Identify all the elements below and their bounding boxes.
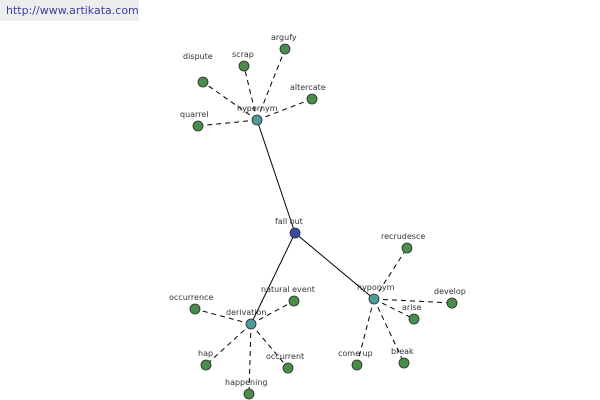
- leaf-node-altercate[interactable]: altercate: [290, 83, 326, 105]
- root-node-circle[interactable]: [289, 227, 301, 239]
- edge-hypernym-dispute: [202, 81, 258, 121]
- edge-hyponym-come-up: [356, 298, 375, 366]
- edge-derivation-hap: [205, 323, 252, 366]
- edge-hyponym-recrudesce: [373, 247, 408, 300]
- leaf-node-circle[interactable]: [306, 93, 318, 105]
- leaf-node-circle[interactable]: [282, 362, 294, 374]
- graph-nodes: dispute scrap argufy altercate quarrel occurr…: [169, 33, 466, 400]
- edge-hyponym-develop: [373, 298, 453, 304]
- leaf-node-arise[interactable]: arise: [402, 303, 422, 325]
- hub-node-label[interactable]: derivation: [226, 308, 266, 317]
- hub-node-circle[interactable]: [251, 114, 263, 126]
- leaf-node-circle[interactable]: [197, 76, 209, 88]
- leaf-node-label[interactable]: develop: [434, 287, 466, 296]
- leaf-node-circle[interactable]: [192, 120, 204, 132]
- leaf-node-label[interactable]: altercate: [290, 83, 326, 92]
- hub-node-label[interactable]: hypernym: [237, 104, 278, 113]
- leaf-node-natural-event[interactable]: natural event: [261, 285, 315, 307]
- edge-derivation-happening: [248, 323, 252, 395]
- leaf-node-circle[interactable]: [288, 295, 300, 307]
- leaf-node-circle[interactable]: [401, 242, 413, 254]
- leaf-node-label[interactable]: quarrel: [180, 110, 208, 119]
- leaf-node-label[interactable]: happening: [225, 378, 268, 387]
- graph-edges: [194, 48, 453, 395]
- leaf-node-label[interactable]: break: [391, 347, 414, 356]
- leaf-node-break[interactable]: break: [391, 347, 414, 369]
- leaf-node-label[interactable]: come up: [338, 349, 373, 358]
- edge-hyponym-arise: [373, 298, 415, 320]
- edge-root-hypernym: [256, 119, 296, 234]
- leaf-node-circle[interactable]: [189, 303, 201, 315]
- hub-node-hypernym[interactable]: hypernym: [237, 104, 278, 126]
- edge-hyponym-break: [373, 298, 405, 364]
- leaf-node-dispute[interactable]: dispute: [183, 52, 213, 88]
- leaf-node-come-up[interactable]: come up: [338, 349, 373, 371]
- edge-hypernym-quarrel: [197, 119, 258, 127]
- edge-derivation-natural-event: [250, 300, 295, 325]
- leaf-node-circle[interactable]: [398, 357, 410, 369]
- leaf-node-circle[interactable]: [279, 43, 291, 55]
- edge-root-derivation: [250, 232, 296, 325]
- leaf-node-label[interactable]: occurrence: [169, 293, 213, 302]
- root-node-root[interactable]: fall out: [275, 217, 303, 239]
- leaf-node-circle[interactable]: [238, 60, 250, 72]
- hub-node-circle[interactable]: [245, 318, 257, 330]
- leaf-node-hap[interactable]: hap: [198, 349, 213, 371]
- edge-hypernym-argufy: [256, 48, 286, 121]
- hub-node-circle[interactable]: [368, 293, 380, 305]
- leaf-node-label[interactable]: argufy: [271, 33, 297, 42]
- leaf-node-label[interactable]: hap: [198, 349, 213, 358]
- leaf-node-occurrent[interactable]: occurrent: [266, 352, 304, 374]
- leaf-node-circle[interactable]: [200, 359, 212, 371]
- leaf-node-develop[interactable]: develop: [434, 287, 466, 309]
- leaf-node-circle[interactable]: [351, 359, 363, 371]
- root-node-label[interactable]: fall out: [275, 217, 303, 226]
- leaf-node-label[interactable]: arise: [402, 303, 422, 312]
- leaf-node-label[interactable]: scrap: [232, 50, 254, 59]
- leaf-node-quarrel[interactable]: quarrel: [180, 110, 208, 132]
- leaf-node-happening[interactable]: happening: [225, 378, 268, 400]
- leaf-node-recrudesce[interactable]: recrudesce: [381, 232, 425, 254]
- hub-node-hyponym[interactable]: hyponym: [357, 283, 395, 305]
- leaf-node-label[interactable]: dispute: [183, 52, 213, 61]
- site-url-link[interactable]: http://www.artikata.com: [6, 4, 139, 17]
- leaf-node-argufy[interactable]: argufy: [271, 33, 297, 55]
- edge-root-hyponym: [294, 232, 375, 300]
- site-banner: http://www.artikata.com: [0, 0, 139, 21]
- hub-node-derivation[interactable]: derivation: [226, 308, 266, 330]
- leaf-node-circle[interactable]: [243, 388, 255, 400]
- edge-hypernym-altercate: [256, 98, 313, 121]
- leaf-node-occurrence[interactable]: occurrence: [169, 293, 213, 315]
- edge-derivation-occurrence: [194, 308, 252, 325]
- leaf-node-label[interactable]: natural event: [261, 285, 315, 294]
- edge-derivation-occurrent: [250, 323, 289, 369]
- leaf-node-circle[interactable]: [408, 313, 420, 325]
- leaf-node-scrap[interactable]: scrap: [232, 50, 254, 72]
- leaf-node-label[interactable]: occurrent: [266, 352, 304, 361]
- hub-node-label[interactable]: hyponym: [357, 283, 395, 292]
- leaf-node-label[interactable]: recrudesce: [381, 232, 425, 241]
- edge-hypernym-scrap: [243, 65, 258, 121]
- leaf-node-circle[interactable]: [446, 297, 458, 309]
